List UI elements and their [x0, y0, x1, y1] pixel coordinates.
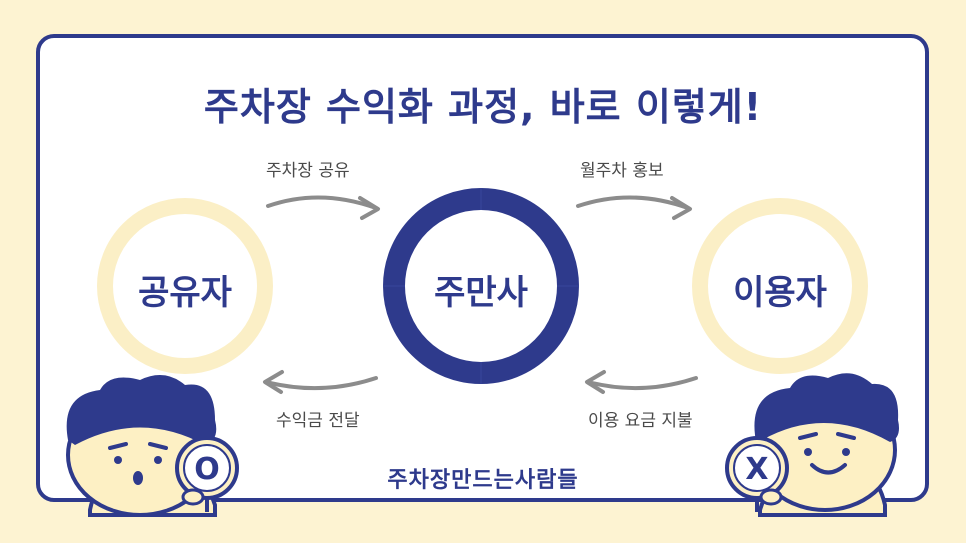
user-node-ring	[692, 198, 868, 374]
o-sign	[175, 436, 239, 512]
node-label-jumansa: 주만사	[434, 273, 528, 313]
arrow-share-head	[358, 196, 380, 220]
edge-label-promote: 월주차 홍보	[580, 161, 664, 181]
edge-label-share: 주차장 공유	[266, 161, 350, 181]
jumansa-ring-segments	[383, 188, 579, 384]
arrow-promote	[576, 195, 690, 210]
page-title: 주차장 수익화 과정, 바로 이렇게!	[203, 85, 763, 129]
x-sign	[725, 436, 789, 512]
right-character	[753, 373, 899, 517]
arrow-revenue-head	[263, 370, 284, 394]
arrow-payment	[586, 376, 698, 391]
edge-label-revenue: 수익금 전달	[276, 411, 360, 431]
x-sign-letter: X	[745, 452, 768, 487]
edge-label-payment: 이용 요금 지불	[588, 411, 693, 431]
arrow-revenue	[264, 376, 378, 391]
node-label-sharer: 공유자	[138, 273, 232, 313]
o-sign-letter: O	[194, 452, 220, 487]
sharer-node-ring	[97, 198, 273, 374]
arrow-share	[266, 195, 378, 210]
arrow-promote-head	[670, 196, 692, 220]
arrow-payment-head	[585, 370, 606, 394]
node-label-user: 이용자	[733, 273, 827, 313]
brand-logo-text: 주차장만드는사람들	[387, 468, 579, 493]
